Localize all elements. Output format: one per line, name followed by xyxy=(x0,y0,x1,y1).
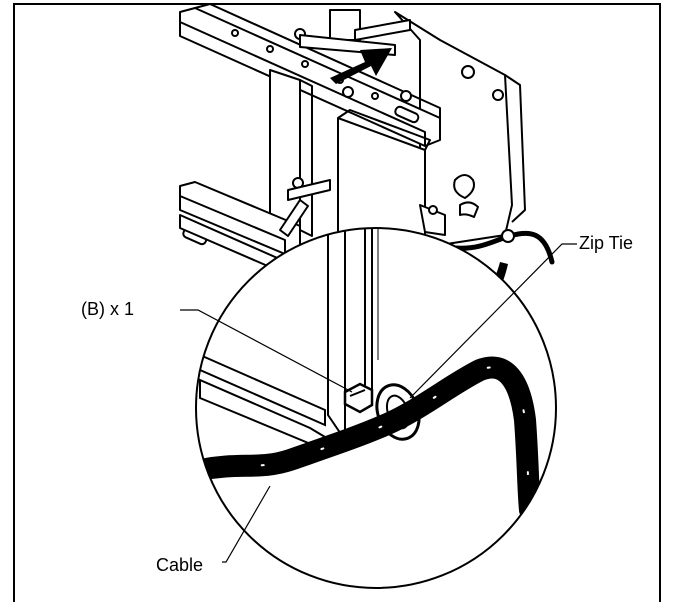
zip-tie-label: Zip Tie xyxy=(579,233,634,253)
insert-direction-arrow xyxy=(330,48,392,84)
zip-tie-leader xyxy=(409,243,577,399)
detail-circle-outline xyxy=(195,227,557,589)
cable-leader xyxy=(222,485,271,563)
diagram-border xyxy=(13,3,661,602)
part-b-leader xyxy=(180,309,353,393)
cable-detail xyxy=(196,356,541,521)
part-b-label: (B) x 1 xyxy=(81,299,135,319)
cable-label: Cable xyxy=(156,555,204,575)
